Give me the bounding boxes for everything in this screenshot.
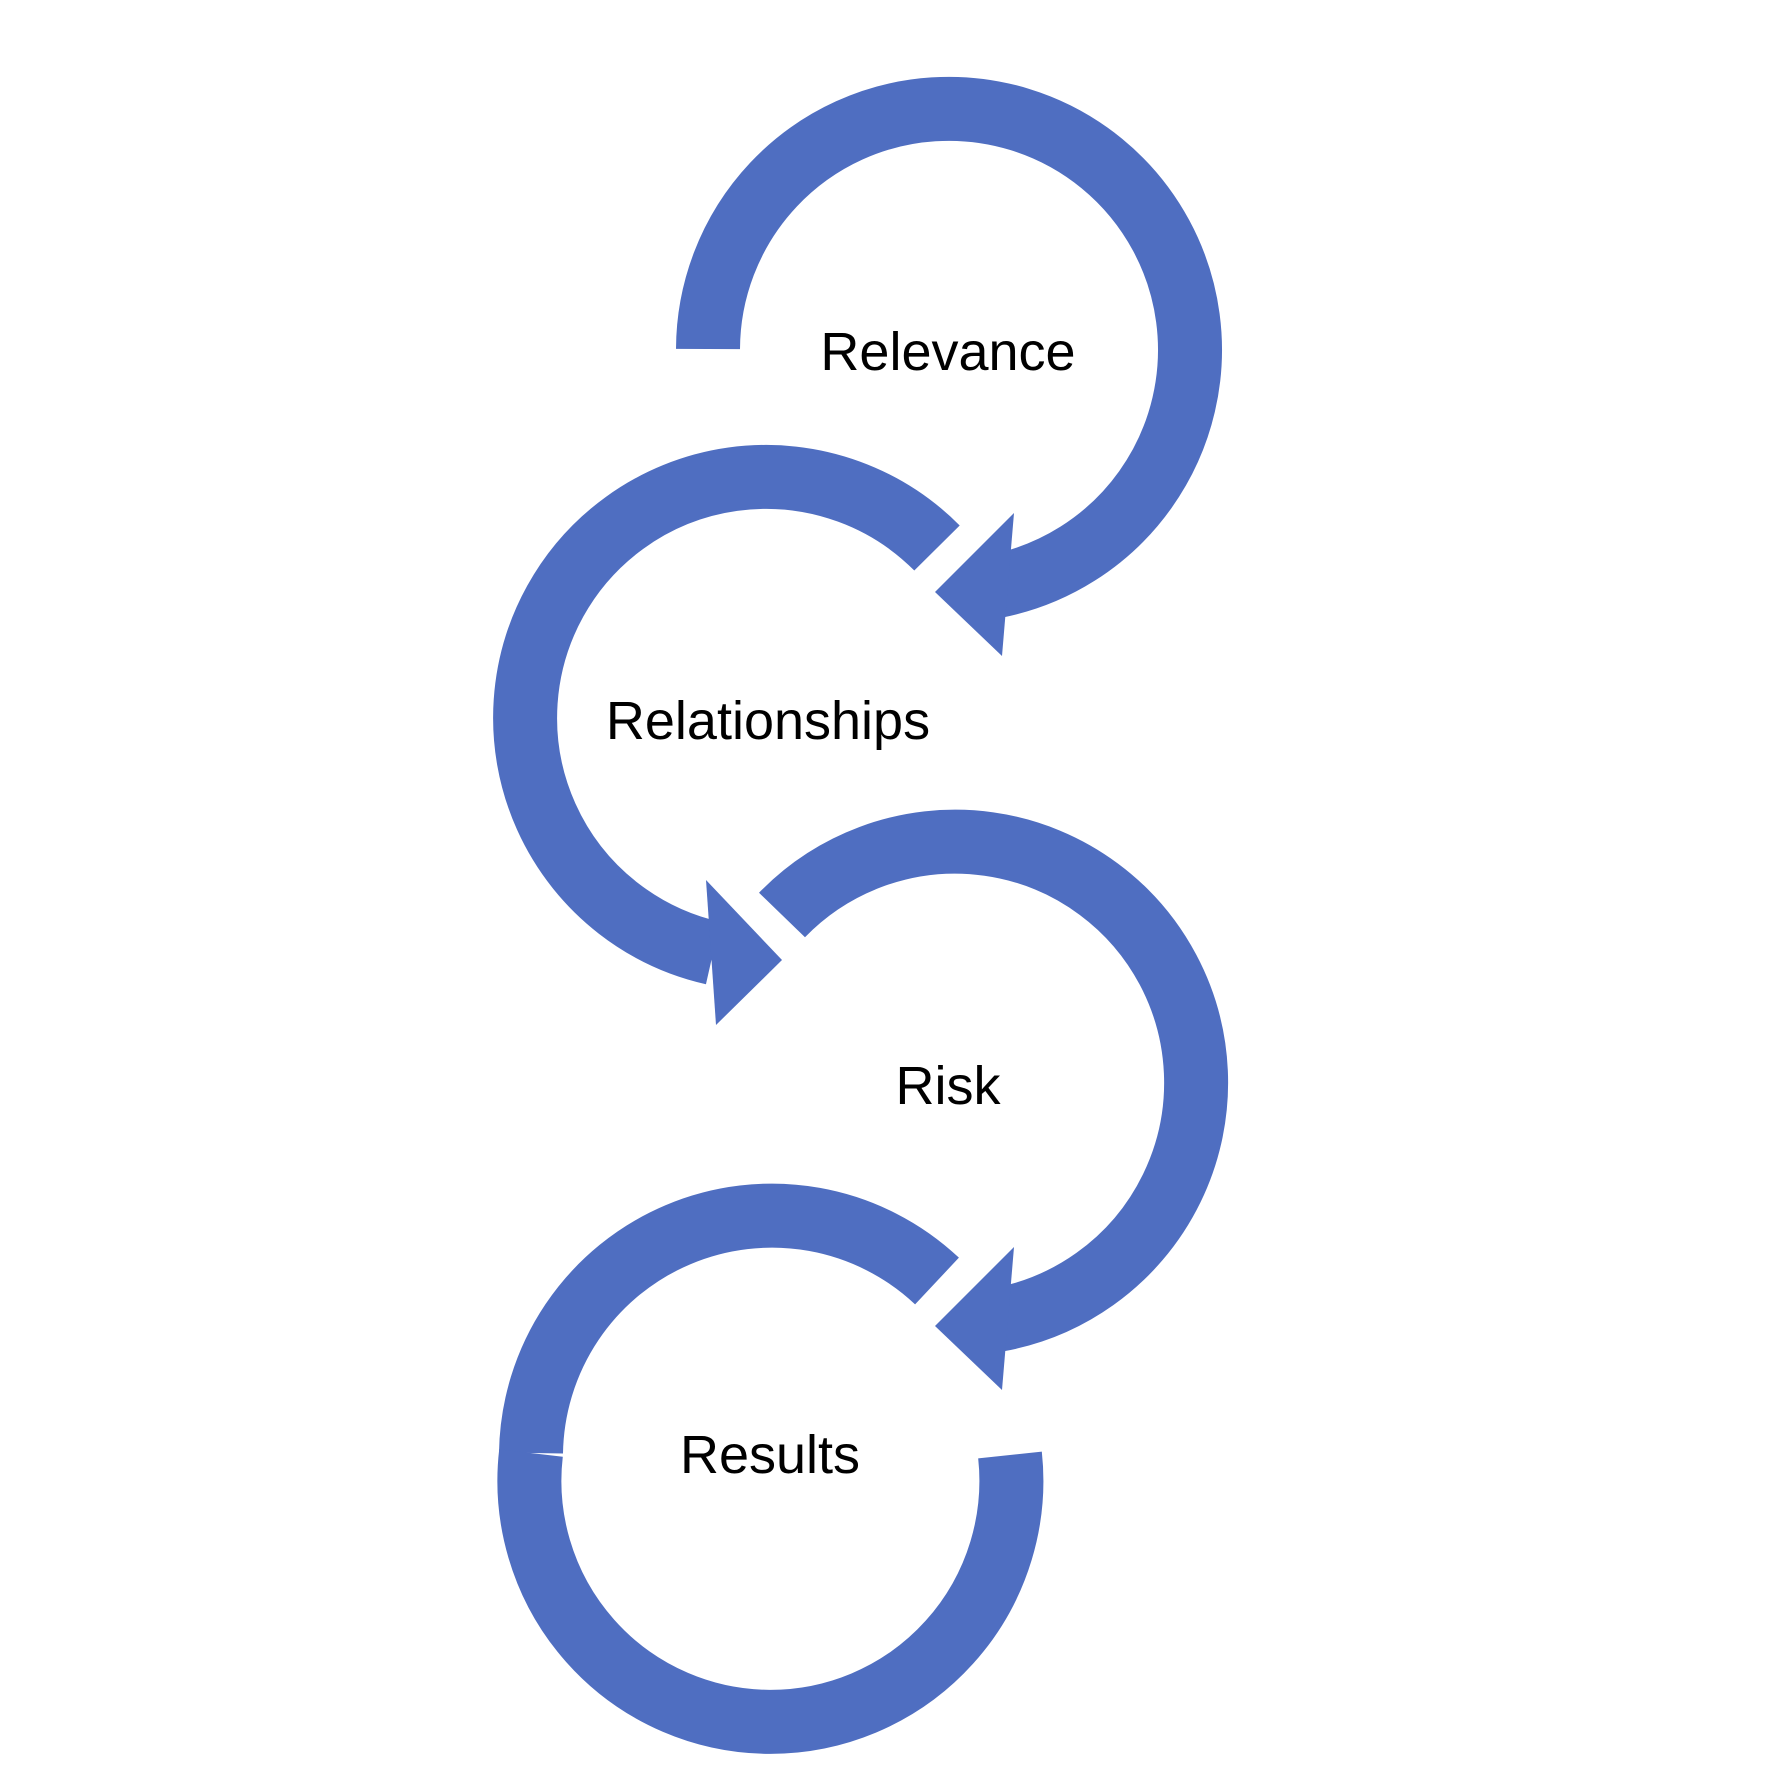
relationships-arrowhead (706, 880, 782, 1025)
relevance-arc (676, 76, 1222, 618)
step-relationships: Relationships (493, 444, 960, 1025)
risk-arrowhead (935, 1247, 1014, 1390)
relevance-label: Relevance (820, 322, 1075, 382)
risk-arc (759, 809, 1229, 1352)
step-results: Results (497, 1183, 1044, 1754)
risk-label: Risk (896, 1056, 1002, 1116)
relationships-arc (493, 444, 960, 985)
step-risk: Risk (759, 809, 1229, 1390)
results-arc-lower (497, 1449, 1044, 1754)
relationships-label: Relationships (606, 691, 930, 751)
results-label: Results (680, 1425, 860, 1485)
step-relevance: Relevance (676, 76, 1222, 656)
results-arc-upper (499, 1183, 959, 1454)
relevance-arrowhead (935, 513, 1014, 656)
